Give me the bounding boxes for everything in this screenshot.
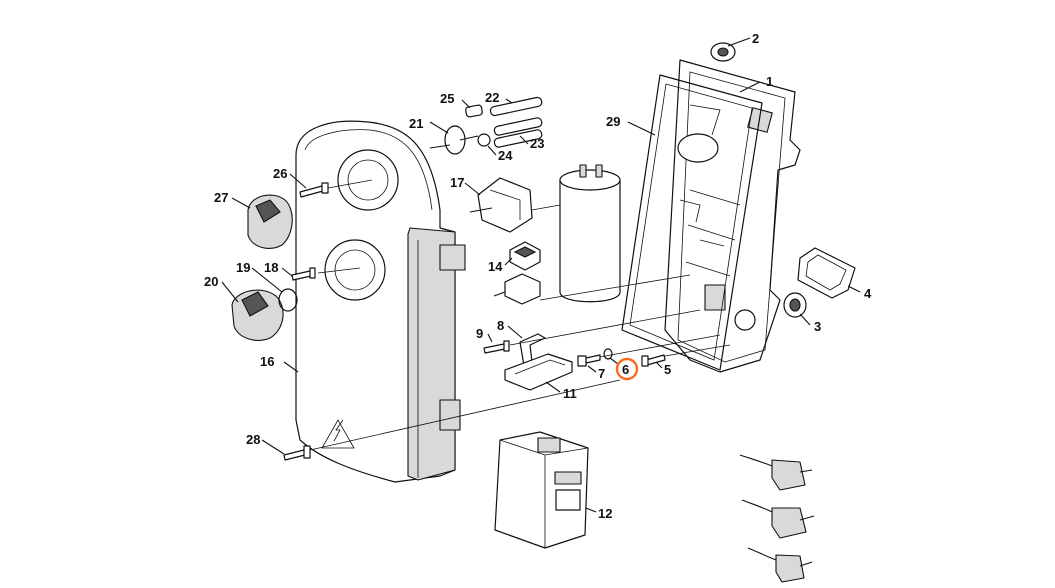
small-relay [493,273,541,305]
callout-8[interactable]: 8 [497,318,504,333]
part-12-contactor[interactable] [494,431,589,549]
callout-6[interactable]: 6 [622,362,629,377]
part-6-washer[interactable] [603,348,613,360]
part-20-knob[interactable] [231,289,284,341]
callout-28[interactable]: 29 [606,114,620,129]
callout-7[interactable]: 7 [598,366,605,381]
callout-25[interactable]: 25 [440,91,454,106]
callout-5[interactable]: 5 [664,362,671,377]
callout-18[interactable]: 18 [264,260,278,275]
callout-27[interactable]: 27 [214,190,228,205]
callout-14[interactable]: 14 [488,259,503,274]
plug-type-schuko [739,454,813,491]
callout-16[interactable]: 16 [260,354,274,369]
capacitor [559,164,621,303]
part-11-din-rail[interactable] [504,353,573,391]
callout-3[interactable]: 3 [814,319,821,334]
part-18-screw[interactable] [291,267,316,281]
part-5-screw[interactable] [641,354,666,367]
callout-6-highlight-ring [615,357,639,381]
plug-type-au [747,547,813,583]
callout-9[interactable]: 9 [476,326,483,341]
part-24-clip[interactable] [477,133,491,147]
part-4-seal[interactable] [797,247,856,299]
part-29-screw[interactable] [283,445,311,461]
callout-23[interactable]: 23 [530,136,544,151]
part-7-screw[interactable] [577,354,601,367]
callout-21[interactable]: 21 [409,116,423,131]
callout-11[interactable]: 11 [563,386,577,401]
part-22-tube[interactable] [489,96,543,117]
part-14-terminal[interactable] [509,241,541,271]
part-27-knob[interactable] [247,194,293,249]
part-3-grommet[interactable] [783,292,807,318]
callout-labels: 2 1 29 4 3 5 6 7 8 9 11 12 14 16 17 18 1… [204,31,872,521]
part-28-gasket[interactable] [621,74,763,371]
alignment-lines [309,179,731,451]
callout-19[interactable]: 19 [236,260,250,275]
callout-22[interactable]: 22 [485,90,499,105]
callout-24[interactable]: 24 [498,148,513,163]
callout-26[interactable]: 26 [273,166,287,181]
callout-2[interactable]: 2 [752,31,759,46]
callout-17[interactable]: 17 [450,175,464,190]
callout-1[interactable]: 1 [766,74,773,89]
plug-type-uk [741,499,815,539]
callout-12[interactable]: 12 [598,506,612,521]
part-17-switch-block[interactable] [469,177,533,233]
part-16-front-cover[interactable] [295,120,466,483]
callout-29[interactable]: 28 [246,432,260,447]
inner-fittings [677,104,725,247]
leader-lines [221,37,861,513]
part-19-oring[interactable] [278,288,298,312]
part-21-connector[interactable] [429,125,479,155]
part-9-screw[interactable] [483,340,510,354]
callout-4[interactable]: 4 [864,286,872,301]
callout-20[interactable]: 20 [204,274,218,289]
part-2-grommet[interactable] [710,42,736,62]
part-1-rear-housing[interactable] [664,59,801,373]
part-23-tube[interactable] [493,117,543,148]
